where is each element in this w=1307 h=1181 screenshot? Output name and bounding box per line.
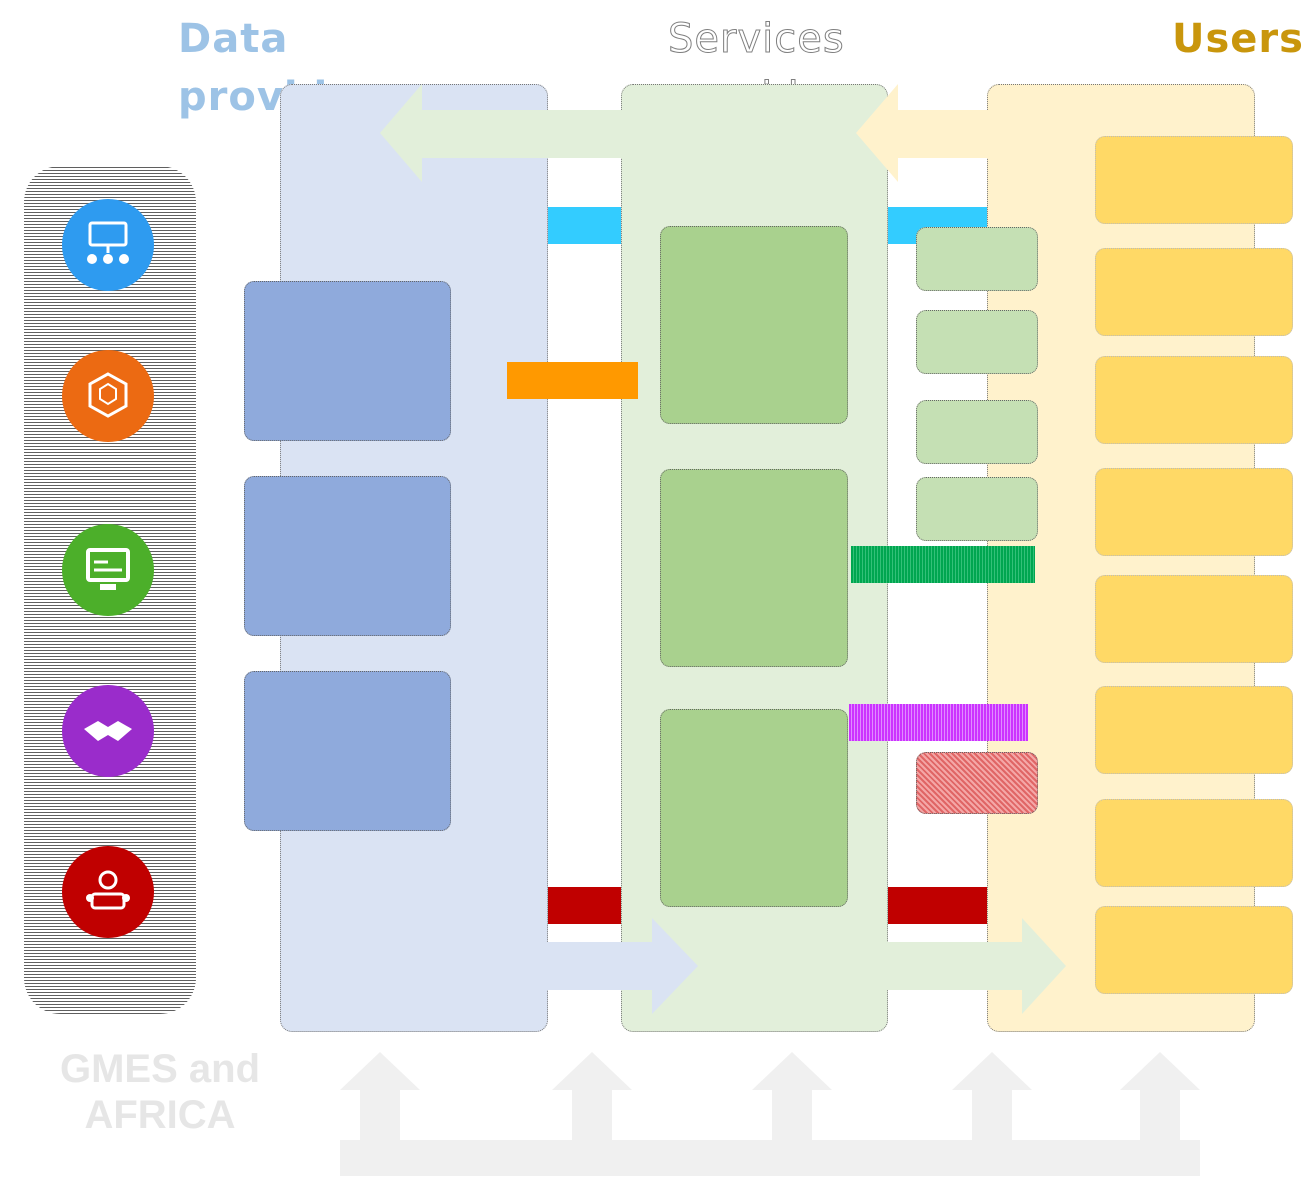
data-provider-box-1 [244,281,451,441]
arrow-from-data-providers [500,918,698,1014]
data-provider-box-3 [244,671,451,831]
handshake-icon [62,685,154,777]
user-box-5 [1095,575,1293,663]
user-box-4 [1095,468,1293,556]
user-box-2 [1095,248,1293,336]
orange-bar [507,362,638,399]
service-item-5 [916,752,1038,814]
service-item-1 [916,227,1038,291]
red-bar-left [548,887,621,924]
arrow-from-services-providers [860,918,1066,1014]
users-title: Users [1172,16,1304,62]
meeting-icon [62,846,154,938]
red-bar-right [888,887,987,924]
arrow-to-data-providers [380,84,640,182]
service-provider-box-3 [660,709,848,907]
cyan-bar-left [548,207,621,244]
arrow-to-services-providers [856,84,1000,182]
user-box-7 [1095,799,1293,887]
user-box-6 [1095,686,1293,774]
service-item-3 [916,400,1038,464]
magenta-bar [849,704,1028,741]
service-item-2 [916,310,1038,374]
service-item-4 [916,477,1038,541]
user-box-1 [1095,136,1293,224]
service-provider-box-1 [660,226,848,424]
gmes-support-arrows [340,1052,1200,1176]
hexagon-cluster-icon [62,350,154,442]
network-icon [62,199,154,291]
gmes-africa-label: GMES and AFRICA [59,1047,261,1137]
user-box-8 [1095,906,1293,994]
data-provider-box-2 [244,476,451,636]
monitor-icon [62,524,154,616]
green-bar [851,546,1035,583]
user-box-3 [1095,356,1293,444]
service-provider-box-2 [660,469,848,667]
